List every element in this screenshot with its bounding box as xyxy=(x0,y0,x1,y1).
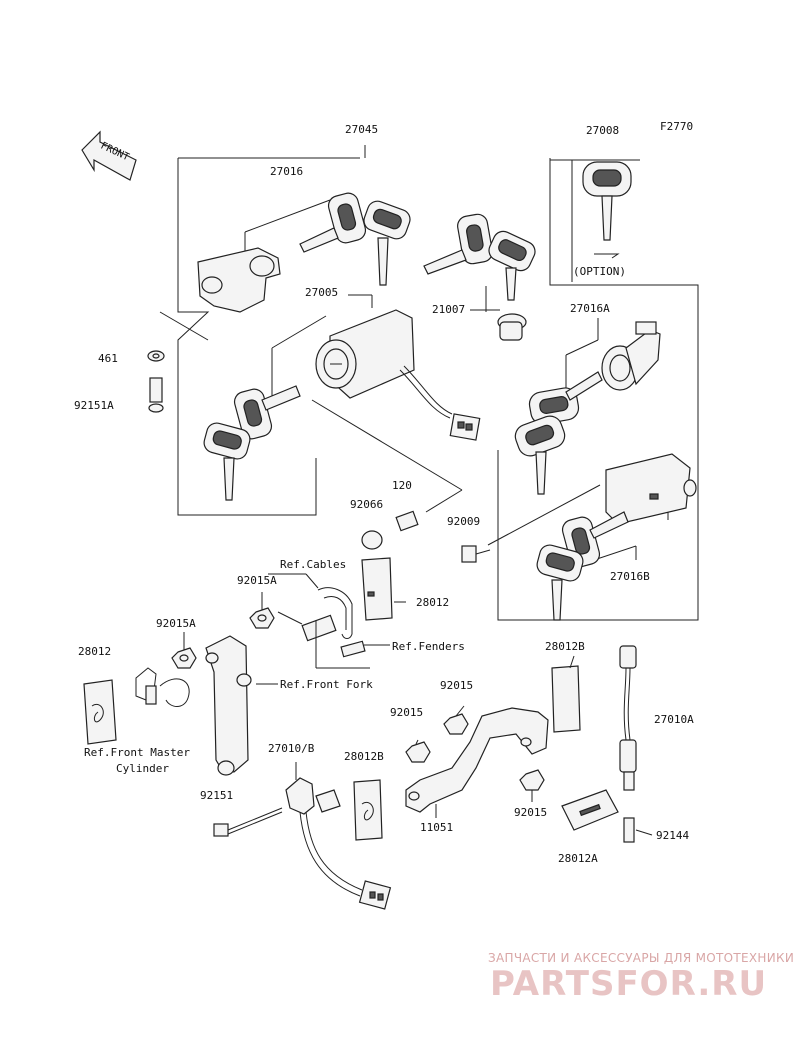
hose-clip xyxy=(135,667,190,707)
switch-27010A xyxy=(619,645,637,843)
label-ref-master-1: Ref.Front Master xyxy=(84,746,190,759)
rubber-pad-28012B-top xyxy=(551,665,581,733)
label-27045: 27045 xyxy=(345,123,378,136)
part-labels: F2770 27045 27008 27016 (OPTION) 27005 2… xyxy=(74,120,694,865)
nuts-92015 xyxy=(405,713,545,791)
label-92144: 92144 xyxy=(656,829,689,842)
watermark-logo: PARTSFOR.RU xyxy=(490,964,767,1004)
label-92015-c: 92015 xyxy=(514,806,547,819)
label-92151: 92151 xyxy=(200,789,233,802)
mount-bracket-11051 xyxy=(405,707,549,813)
label-92151A: 92151A xyxy=(74,399,114,412)
label-27010B: 27010/B xyxy=(268,742,315,755)
label-ref-front-fork: Ref.Front Fork xyxy=(280,678,373,691)
leaders-lower xyxy=(183,573,653,836)
fork-bracket xyxy=(205,635,252,776)
label-92009: 92009 xyxy=(447,515,480,528)
label-option: (OPTION) xyxy=(573,265,626,278)
label-120: 120 xyxy=(392,479,412,492)
label-92066: 92066 xyxy=(350,498,383,511)
rubber-pad-28012-top xyxy=(361,557,393,621)
label-28012A: 28012A xyxy=(558,852,598,865)
label-92015-a: 92015 xyxy=(440,679,473,692)
nut-92015A-left xyxy=(171,647,197,669)
label-27005: 27005 xyxy=(305,286,338,299)
key-cap-21007 xyxy=(497,313,527,341)
option-key-27008 xyxy=(582,161,632,259)
watermark: ЗАПЧАСТИ И АКСЕССУАРЫ ДЛЯ МОТОТЕХНИКИ PA… xyxy=(488,951,794,1004)
label-28012B-mid: 28012B xyxy=(344,750,384,763)
label-ref-master-2: Cylinder xyxy=(116,762,169,775)
label-28012-left: 28012 xyxy=(78,645,111,658)
label-27016A: 27016A xyxy=(570,302,610,315)
bolt-92151 xyxy=(213,807,283,837)
switch-wire-27010B xyxy=(285,777,392,910)
label-28012-top: 28012 xyxy=(416,596,449,609)
label-27016B: 27016B xyxy=(610,570,650,583)
key-set-27005 xyxy=(203,385,301,501)
ignition-switch-27005 xyxy=(315,309,481,441)
nut-92015A-top xyxy=(249,607,275,629)
label-ref-fenders: Ref.Fenders xyxy=(392,640,465,653)
label-92015A-top: 92015A xyxy=(237,574,277,587)
rubber-pad-28012B-mid xyxy=(353,779,383,841)
seat-lock-27016A xyxy=(601,321,661,391)
figure-code: F2770 xyxy=(660,120,693,133)
label-92015-b: 92015 xyxy=(390,706,423,719)
key-set-27045 xyxy=(299,192,411,286)
key-set-27016B xyxy=(536,511,629,621)
label-461: 461 xyxy=(98,352,118,365)
label-21007: 21007 xyxy=(432,303,465,316)
steering-lock-housing xyxy=(197,247,281,313)
rubber-pad-28012-left xyxy=(83,679,117,745)
fasteners-center xyxy=(361,510,491,563)
fasteners-left xyxy=(147,350,165,413)
label-27010A: 27010A xyxy=(654,713,694,726)
front-arrow: FRONT xyxy=(81,130,137,181)
label-11051: 11051 xyxy=(420,821,453,834)
cable-clamp xyxy=(277,587,353,642)
key-set-21007 xyxy=(423,213,536,301)
label-92015A-left: 92015A xyxy=(156,617,196,630)
helmet-lock-27016B xyxy=(605,453,697,525)
watermark-line1: ЗАПЧАСТИ И АКСЕССУАРЫ ДЛЯ МОТОТЕХНИКИ xyxy=(488,951,794,965)
bolt-fenders xyxy=(340,640,390,658)
label-28012B-top: 28012B xyxy=(545,640,585,653)
key-set-27016A xyxy=(514,371,603,495)
rubber-pad-28012A xyxy=(561,789,619,831)
label-27016: 27016 xyxy=(270,165,303,178)
label-27008: 27008 xyxy=(586,124,619,137)
label-ref-cables: Ref.Cables xyxy=(280,558,346,571)
